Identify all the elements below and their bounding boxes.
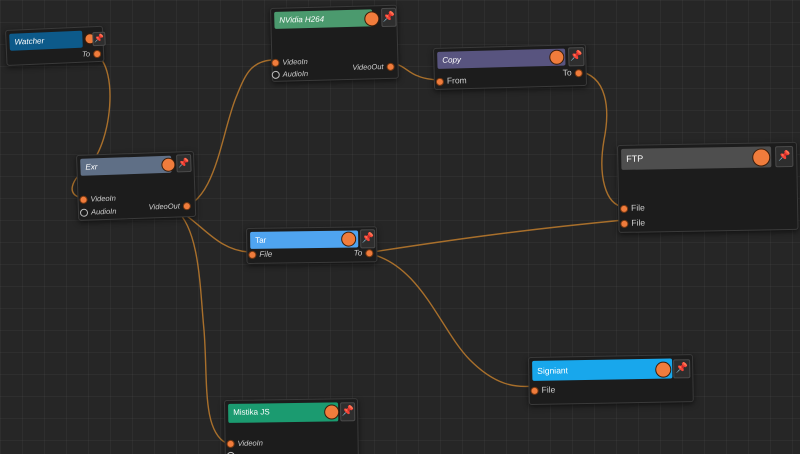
- port-in[interactable]: VideoIn: [226, 438, 263, 448]
- status-dot-icon[interactable]: [364, 11, 380, 27]
- node-nvidia-h264[interactable]: NVidia H264 📌 VideoIn AudioIn VideoOut: [270, 4, 399, 82]
- port-dot[interactable]: [574, 68, 583, 78]
- port-dot[interactable]: [248, 250, 257, 259]
- port-label: File: [631, 202, 645, 213]
- port-in[interactable]: From: [435, 75, 467, 86]
- node-title: Mistika JS: [233, 407, 270, 417]
- node-title: Exr: [85, 162, 98, 172]
- status-dot-icon[interactable]: [341, 231, 357, 247]
- port-label: AudioIn: [282, 69, 309, 79]
- node-title: NVidia H264: [279, 14, 325, 25]
- port-label: VideoOut: [148, 201, 180, 212]
- pin-icon[interactable]: 📌: [381, 7, 397, 28]
- port-label: File: [541, 384, 556, 395]
- port-in[interactable]: File: [620, 203, 645, 213]
- node-exr[interactable]: Exr 📌 VideoIn AudioIn VideoOut: [76, 150, 197, 221]
- node-header: Mistika JS: [228, 402, 339, 423]
- pin-icon[interactable]: 📌: [775, 145, 794, 168]
- port-in[interactable]: VideoIn: [79, 194, 116, 204]
- node-header: Copy: [437, 48, 566, 69]
- node-header: NVidia H264: [274, 9, 373, 29]
- port-dot[interactable]: [530, 386, 539, 395]
- node-header: FTP: [621, 146, 772, 170]
- port-dot[interactable]: [271, 70, 280, 79]
- port-dot[interactable]: [620, 204, 629, 213]
- port-dot[interactable]: [79, 195, 88, 204]
- wire-tar-to-ftp: [365, 219, 625, 254]
- wire-exr-to-nvidia: [175, 59, 272, 211]
- node-signiant[interactable]: Signiant 📌 File: [528, 354, 694, 405]
- port-label: File: [631, 217, 646, 228]
- port-out[interactable]: To: [354, 248, 374, 257]
- port-label: From: [446, 75, 467, 86]
- pin-icon[interactable]: 📌: [360, 229, 376, 249]
- port-in[interactable]: AudioIn: [271, 69, 309, 79]
- port-label: VideoIn: [90, 193, 116, 204]
- port-label: VideoIn: [282, 57, 308, 67]
- wire-copy-to-ftp: [576, 70, 625, 208]
- node-header: Signiant: [532, 358, 673, 381]
- status-dot-icon[interactable]: [324, 404, 340, 420]
- port-out[interactable]: To: [81, 49, 102, 59]
- pin-icon[interactable]: 📌: [340, 402, 356, 422]
- node-title: Copy: [442, 55, 462, 65]
- port-dot[interactable]: [92, 49, 102, 59]
- port-in[interactable]: AudioIn: [79, 206, 117, 217]
- port-dot[interactable]: [182, 202, 191, 211]
- node-copy[interactable]: Copy 📌 From To: [433, 43, 588, 90]
- node-ftp[interactable]: FTP 📌 File File: [617, 141, 799, 233]
- node-title: Tar: [255, 235, 267, 245]
- port-label: To: [353, 248, 363, 258]
- port-in[interactable]: VideoIn: [271, 57, 308, 67]
- port-dot[interactable]: [365, 249, 374, 258]
- port-in[interactable]: File: [248, 250, 272, 259]
- wire-exr-to-mistika: [175, 209, 227, 444]
- port-label: VideoIn: [237, 438, 263, 448]
- node-title: Watcher: [14, 36, 45, 47]
- port-dot[interactable]: [386, 62, 395, 71]
- node-header: Watcher: [9, 30, 83, 51]
- pin-icon[interactable]: 📌: [176, 153, 192, 173]
- wire-tar-to-signiant: [365, 252, 535, 388]
- pin-icon[interactable]: 📌: [92, 31, 106, 47]
- pin-icon[interactable]: 📌: [568, 47, 585, 67]
- port-in[interactable]: File: [620, 218, 645, 228]
- port-out[interactable]: To: [563, 67, 583, 78]
- port-out[interactable]: VideoOut: [149, 201, 191, 211]
- port-dot[interactable]: [226, 439, 235, 448]
- node-header: Exr: [80, 155, 172, 176]
- node-title: Signiant: [537, 365, 569, 376]
- node-mistika-js[interactable]: Mistika JS 📌 VideoIn: [224, 398, 359, 454]
- port-in[interactable]: File: [530, 385, 555, 395]
- pin-icon[interactable]: 📌: [673, 359, 691, 379]
- port-label: VideoOut: [352, 62, 384, 72]
- port-label: To: [81, 49, 91, 59]
- port-label: AudioIn: [90, 206, 117, 217]
- node-tar[interactable]: Tar 📌 File To: [246, 226, 378, 264]
- port-dot[interactable]: [620, 219, 629, 228]
- node-watcher[interactable]: Watcher 📌 To: [5, 25, 106, 66]
- status-dot-icon[interactable]: [161, 157, 176, 173]
- port-dot[interactable]: [79, 208, 89, 217]
- port-dot[interactable]: [271, 58, 280, 67]
- port-label: To: [562, 67, 572, 78]
- port-dot[interactable]: [435, 77, 444, 86]
- port-out[interactable]: VideoOut: [352, 62, 395, 72]
- port-label: File: [259, 249, 273, 259]
- node-title: FTP: [626, 153, 644, 164]
